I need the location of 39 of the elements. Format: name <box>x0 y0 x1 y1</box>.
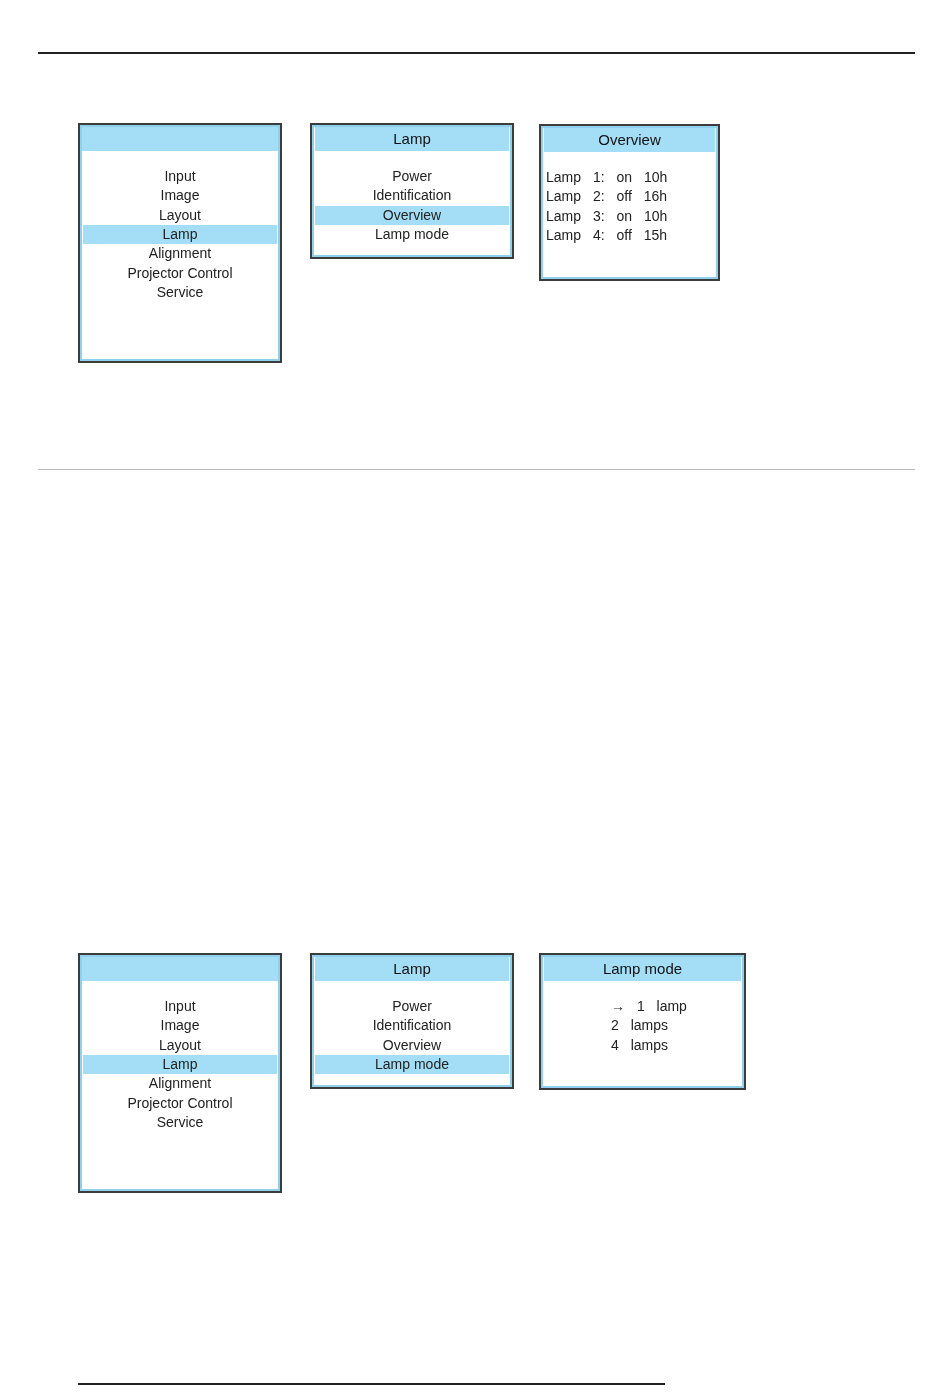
selected-menu-item: Lamp <box>83 224 277 244</box>
menu-option: Lamp 3: on 10h <box>546 206 668 226</box>
window-title: Lamp <box>315 127 509 151</box>
menu-option: → 1 lamp <box>611 997 687 1016</box>
selected-menu-item: Overview <box>315 205 509 225</box>
menu-window <box>78 123 282 363</box>
menu-window <box>310 123 514 259</box>
menu-item: Overview <box>315 1035 509 1055</box>
menu-item: Alignment <box>83 244 277 264</box>
menu-item: Input <box>83 167 277 186</box>
selected-menu-item: Lamp <box>83 1054 277 1074</box>
menu-item: Alignment <box>83 1074 277 1094</box>
menu-item: Power <box>315 167 509 186</box>
menu-item: Service <box>83 282 277 302</box>
menu-item: Input <box>83 997 277 1016</box>
menu-window <box>78 953 282 1193</box>
menu-option: Lamp 1: on 10h <box>546 168 668 187</box>
menu-item: Layout <box>83 205 277 225</box>
menu-window <box>539 953 746 1090</box>
menu-item: Power <box>315 997 509 1016</box>
menu-item: Image <box>83 1016 277 1036</box>
menu-window <box>310 953 514 1089</box>
selected-menu-item: Lamp mode <box>315 1054 509 1074</box>
menu-window <box>539 124 720 281</box>
menu-item: Layout <box>83 1035 277 1055</box>
window-title: Lamp <box>315 957 509 981</box>
menu-option: 2 lamps <box>611 1016 669 1036</box>
menu-item: Lamp mode <box>315 224 509 244</box>
menu-item: Projector Control <box>83 263 277 283</box>
menu-item: Identification <box>315 1016 509 1036</box>
window-title: Lamp mode <box>544 957 741 981</box>
menu-item: Identification <box>315 186 509 206</box>
menu-item: Service <box>83 1112 277 1132</box>
menu-item: Projector Control <box>83 1093 277 1113</box>
menu-option: Lamp 4: off 15h <box>546 225 668 245</box>
menu-option: Lamp 2: off 16h <box>546 187 668 207</box>
menu-option: 4 lamps <box>611 1035 669 1055</box>
window-title: Overview <box>544 128 715 152</box>
menu-item: Image <box>83 186 277 206</box>
